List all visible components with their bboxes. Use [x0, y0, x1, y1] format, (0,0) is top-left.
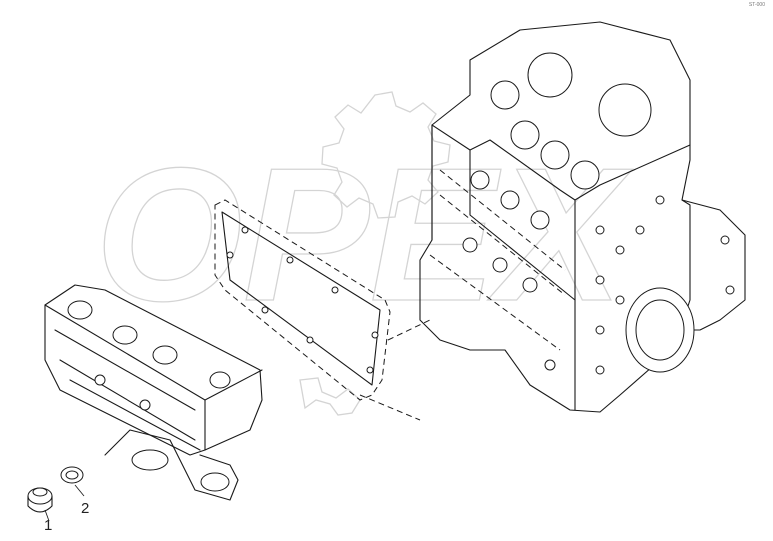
- callout-label-1: 1: [44, 517, 52, 534]
- sealing-washer-part: [60, 466, 84, 484]
- oil-pan: [44, 284, 263, 501]
- drawing-reference: ST-000: [748, 2, 765, 8]
- engine-block: [419, 21, 746, 413]
- oil-pan-gasket: [214, 199, 431, 421]
- callout-2: 2: [74, 484, 89, 517]
- callout-label-2: 2: [81, 500, 89, 517]
- drain-plug-part: [27, 487, 53, 513]
- callout-1: 1: [44, 509, 52, 534]
